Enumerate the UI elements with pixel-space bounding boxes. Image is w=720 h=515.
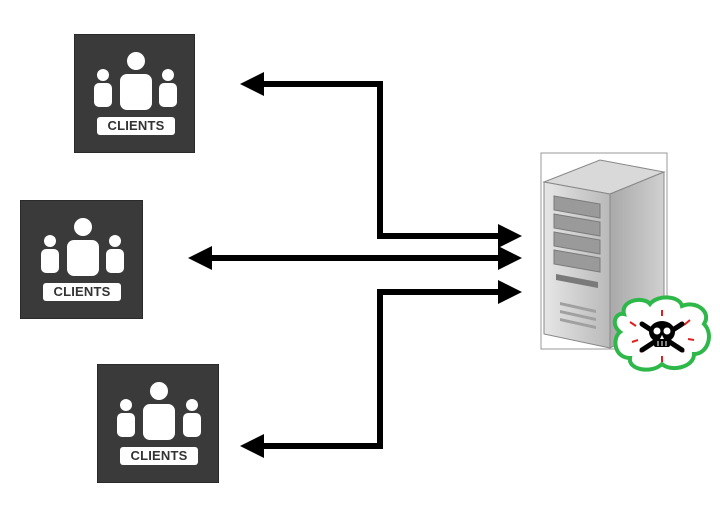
group-people-icon: [94, 50, 177, 112]
group-people-icon: [41, 216, 124, 278]
arrow-path-top: [262, 81, 502, 239]
arrowhead-bottom-right: [498, 280, 522, 304]
clients-label: CLIENTS: [43, 283, 121, 301]
arrowhead-top-right: [498, 224, 522, 248]
clients-tile-middle: CLIENTS: [20, 200, 143, 319]
group-people-icon: [117, 380, 201, 442]
arrowhead-middle-left: [188, 246, 212, 270]
clients-tile-bottom: CLIENTS: [97, 364, 219, 483]
arrow-path-bottom: [262, 289, 502, 449]
skull-crossbones-icon: [612, 295, 711, 372]
clients-label: CLIENTS: [97, 117, 175, 135]
clients-label: CLIENTS: [120, 447, 198, 465]
clients-tile-top: CLIENTS: [74, 34, 195, 153]
arrowhead-bottom-left: [240, 434, 264, 458]
arrowhead-top-left: [240, 72, 264, 96]
arrowhead-middle-right: [498, 246, 522, 270]
